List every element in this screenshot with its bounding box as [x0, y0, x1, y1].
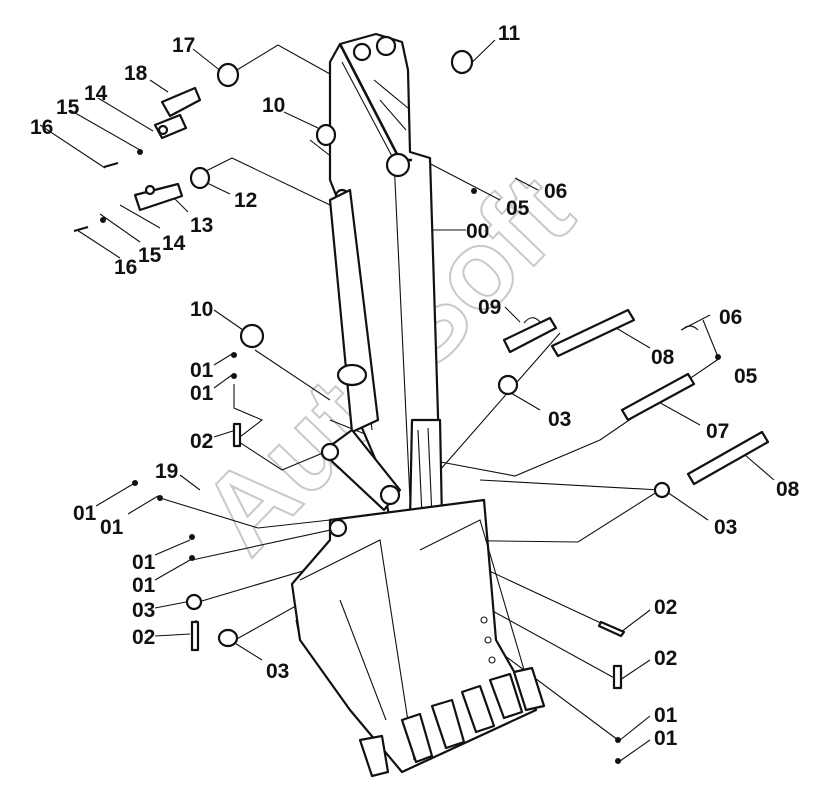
callout-10-b: 10: [190, 298, 213, 321]
callout-02-c: 02: [654, 596, 677, 619]
callout-16-b: 16: [114, 256, 137, 279]
callout-16-a: 16: [30, 116, 53, 139]
callout-14-b: 14: [162, 232, 186, 255]
callout-07: 07: [706, 420, 729, 443]
callout-18: 18: [124, 62, 148, 85]
callout-15-a: 15: [56, 96, 80, 119]
callout-11: 11: [498, 22, 521, 45]
callout-13: 13: [190, 214, 213, 237]
callout-08-a: 08: [651, 346, 675, 369]
callout-03-c: 03: [548, 408, 571, 431]
callout-01-d: 01: [100, 516, 124, 539]
callout-12: 12: [234, 189, 257, 212]
callout-10-a: 10: [262, 94, 285, 117]
bucket-links: [320, 418, 453, 556]
callout-06-b: 06: [719, 306, 742, 329]
callout-14-a: 14: [84, 82, 108, 105]
callout-03-b: 03: [266, 660, 289, 683]
callout-08-b: 08: [776, 478, 800, 501]
callout-01-c: 01: [73, 502, 97, 525]
callout-01-a: 01: [190, 359, 214, 382]
callout-19: 19: [155, 460, 178, 483]
callout-00: 00: [466, 220, 489, 243]
callout-02-b: 02: [132, 626, 155, 649]
callout-05-a: 05: [506, 197, 530, 220]
callout-01-h: 01: [654, 727, 678, 750]
callout-01-b: 01: [190, 382, 214, 405]
bucket-teeth: [358, 666, 546, 778]
callout-01-g: 01: [654, 704, 678, 727]
callout-17: 17: [172, 34, 195, 57]
callout-03-a: 03: [132, 599, 155, 622]
callout-15-b: 15: [138, 244, 162, 267]
callout-02-d: 02: [654, 647, 677, 670]
callout-numbers: 00 01 01 01 01 01 01 01 01 02 02 02 02 0…: [30, 22, 800, 750]
callout-01-f: 01: [132, 574, 156, 597]
callout-09: 09: [478, 296, 501, 319]
callout-03-d: 03: [714, 516, 737, 539]
callout-06-a: 06: [544, 180, 567, 203]
bucket-cylinder: [328, 188, 380, 434]
callout-02-a: 02: [190, 430, 213, 453]
callout-leaders: [39, 39, 775, 762]
hardware: [73, 49, 770, 764]
callout-01-e: 01: [132, 551, 156, 574]
callout-05-b: 05: [734, 365, 758, 388]
